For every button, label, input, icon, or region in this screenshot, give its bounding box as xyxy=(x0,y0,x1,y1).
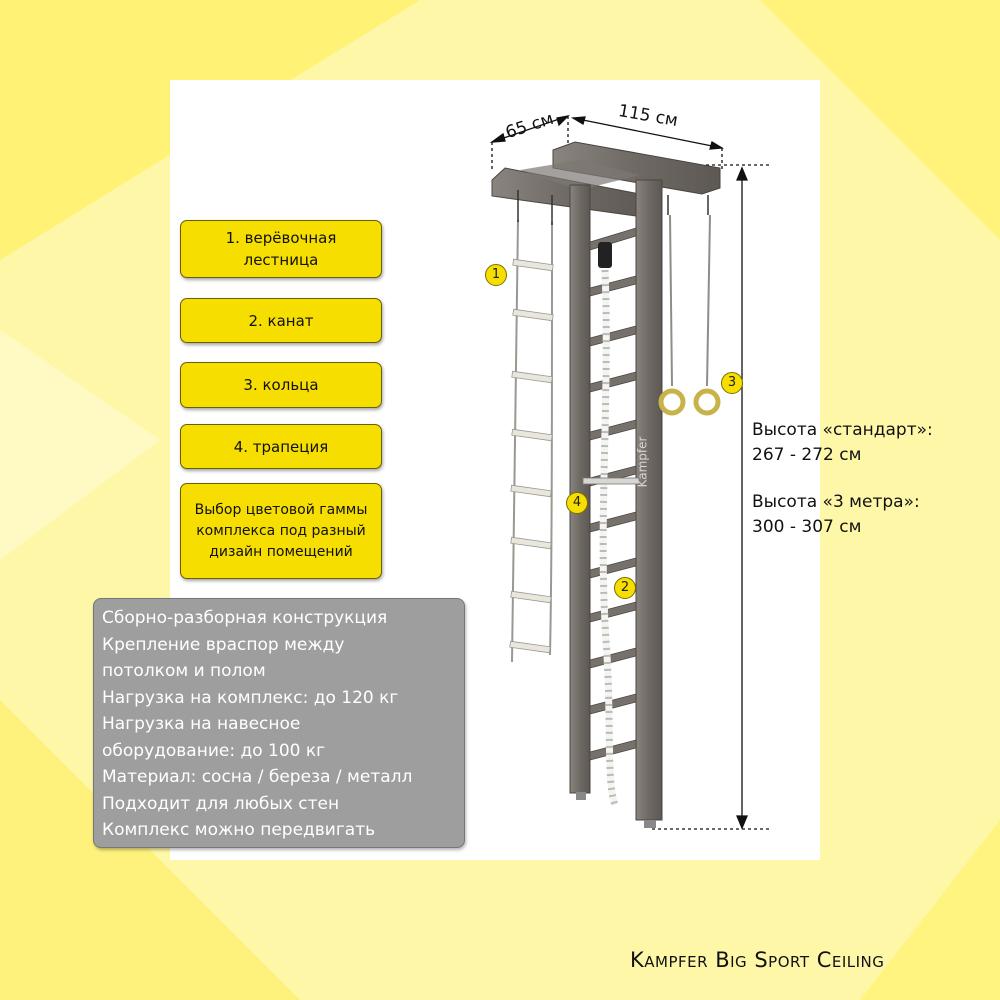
feature-rope: 2. канат xyxy=(180,298,382,343)
marker-4: 4 xyxy=(566,492,588,514)
height-3m-value: 300 - 307 см xyxy=(752,517,862,537)
marker-3: 3 xyxy=(721,372,743,394)
spec-line: оборудование: до 100 кг xyxy=(102,740,326,761)
spec-line: Материал: сосна / береза / металл xyxy=(102,767,413,787)
feature-color-choice: Выбор цветовой гаммы комплекса под разны… xyxy=(180,483,382,579)
spec-line: Подходит для любых стен xyxy=(102,793,340,814)
spec-line: Комплекс можно передвигать xyxy=(102,820,376,840)
spec-line: Крепление враспор между xyxy=(102,634,345,655)
marker-2: 2 xyxy=(614,577,636,599)
height-standard-value: 267 - 272 см xyxy=(752,445,862,465)
marker-1: 1 xyxy=(485,264,507,286)
feature-rope-ladder: 1. верёвочная лестница xyxy=(180,220,382,278)
spec-line: потолком и полом xyxy=(102,661,266,681)
spec-line: Сборно-разборная конструкция xyxy=(102,608,388,628)
product-name: Kampfer Big Sport Ceiling xyxy=(630,948,885,972)
feature-rings: 3. кольца xyxy=(180,362,382,408)
feature-trapeze: 4. трапеция xyxy=(180,424,382,469)
height-standard-label: Высота «стандарт»: xyxy=(752,420,933,440)
height-3m-label: Высота «3 метра»: xyxy=(752,492,920,512)
brand-on-post: Kampfer xyxy=(635,436,650,488)
spec-line: Нагрузка на навесное xyxy=(102,714,301,734)
spec-line: Нагрузка на комплекс: до 120 кг xyxy=(102,687,399,708)
specs-box: Сборно-разборная конструкция Крепление в… xyxy=(93,598,465,848)
